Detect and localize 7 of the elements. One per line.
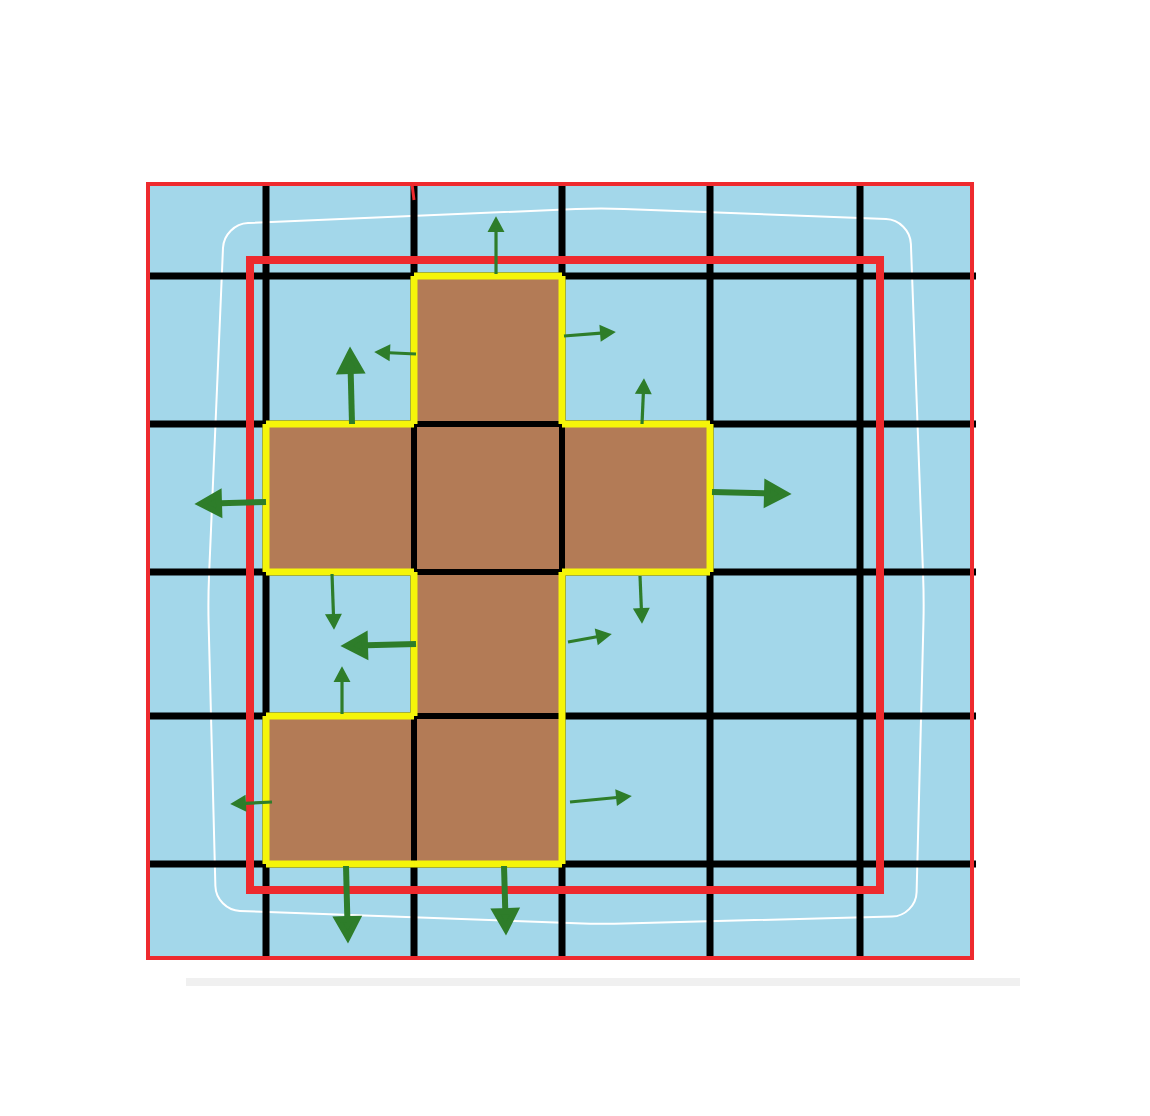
filled-cell: [263, 713, 417, 867]
filled-cell: [411, 273, 565, 427]
filled-cell: [411, 569, 565, 719]
filled-cell: [411, 421, 565, 575]
filled-cell: [411, 713, 565, 867]
filled-cell: [559, 421, 713, 575]
filled-cell: [263, 421, 417, 575]
